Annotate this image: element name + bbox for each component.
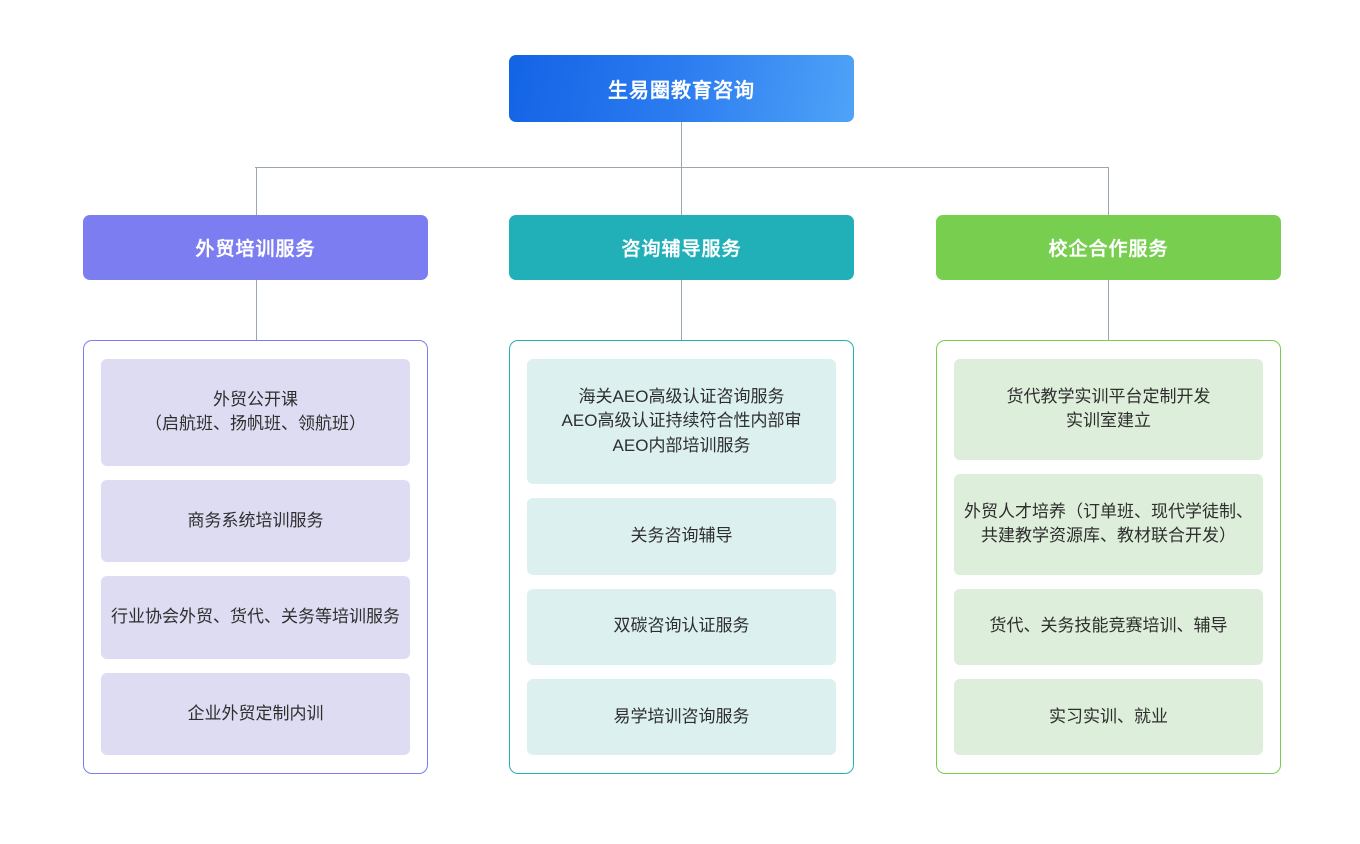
service-card[interactable]: 海关AEO高级认证咨询服务 AEO高级认证持续符合性内部审 AEO内部培训服务 (527, 359, 836, 485)
card-line: 实训室建立 (1066, 411, 1151, 431)
service-card[interactable]: 企业外贸定制内训 (101, 672, 410, 756)
card-line: 货代、关务技能竞赛培训、辅导 (989, 616, 1228, 636)
card-line: 企业外贸定制内训 (187, 703, 324, 723)
category-header-label: 咨询辅导服务 (621, 239, 742, 260)
connector-branch-stem-1 (255, 167, 257, 215)
service-card[interactable]: 行业协会外贸、货代、关务等培训服务 (101, 576, 410, 659)
service-card[interactable]: 实习实训、就业 (954, 678, 1263, 756)
card-line: 货代教学实训平台定制开发 (1006, 386, 1211, 406)
service-card[interactable]: 关务咨询辅导 (527, 498, 836, 575)
connector-root-stem (680, 122, 682, 168)
card-line: 商务系统培训服务 (187, 510, 324, 530)
card-line: 实习实训、就业 (1049, 706, 1168, 726)
connector-panel-stem-1 (255, 280, 257, 340)
connector-panel-stem-2 (680, 280, 682, 340)
connector-panel-stem-3 (1107, 280, 1109, 340)
card-line: 海关AEO高级认证咨询服务 (578, 386, 785, 406)
connector-branch-stem-2 (680, 167, 682, 215)
connector-branch-stem-3 (1107, 167, 1109, 215)
service-panel-zixun-fudao: 海关AEO高级认证咨询服务 AEO高级认证持续符合性内部审 AEO内部培训服务 … (509, 340, 854, 774)
category-header-xiaoqi-hezuo[interactable]: 校企合作服务 (936, 215, 1281, 280)
category-header-zixun-fudao[interactable]: 咨询辅导服务 (509, 215, 854, 280)
service-card[interactable]: 易学培训咨询服务 (527, 678, 836, 756)
service-card[interactable]: 双碳咨询认证服务 (527, 588, 836, 665)
card-line: 外贸人才培养（订单班、现代学徒制、共建教学资源库、教材联合开发） (964, 501, 1253, 546)
card-line: 行业协会外贸、货代、关务等培训服务 (111, 607, 400, 627)
card-line: 关务咨询辅导 (630, 526, 733, 546)
category-header-label: 外贸培训服务 (195, 239, 316, 260)
service-card[interactable]: 外贸人才培养（订单班、现代学徒制、共建教学资源库、教材联合开发） (954, 473, 1263, 575)
service-panel-waimao-peixun: 外贸公开课 （启航班、扬帆班、领航班） 商务系统培训服务 行业协会外贸、货代、关… (83, 340, 428, 774)
service-card[interactable]: 货代教学实训平台定制开发 实训室建立 (954, 359, 1263, 460)
card-line: 外贸公开课 (213, 389, 298, 409)
category-header-waimao-peixun[interactable]: 外贸培训服务 (83, 215, 428, 280)
service-card[interactable]: 商务系统培训服务 (101, 479, 410, 563)
root-node-label: 生易圈教育咨询 (608, 80, 755, 102)
service-card[interactable]: 外贸公开课 （启航班、扬帆班、领航班） (101, 359, 410, 466)
card-line: （启航班、扬帆班、领航班） (145, 414, 366, 434)
service-panel-xiaoqi-hezuo: 货代教学实训平台定制开发 实训室建立 外贸人才培养（订单班、现代学徒制、共建教学… (936, 340, 1281, 774)
category-header-label: 校企合作服务 (1048, 239, 1169, 260)
card-line: 双碳咨询认证服务 (613, 616, 750, 636)
card-line: AEO内部培训服务 (612, 436, 751, 456)
card-line: 易学培训咨询服务 (613, 706, 750, 726)
card-line: AEO高级认证持续符合性内部审 (561, 411, 802, 431)
service-card[interactable]: 货代、关务技能竞赛培训、辅导 (954, 588, 1263, 665)
root-node[interactable]: 生易圈教育咨询 (509, 55, 854, 122)
